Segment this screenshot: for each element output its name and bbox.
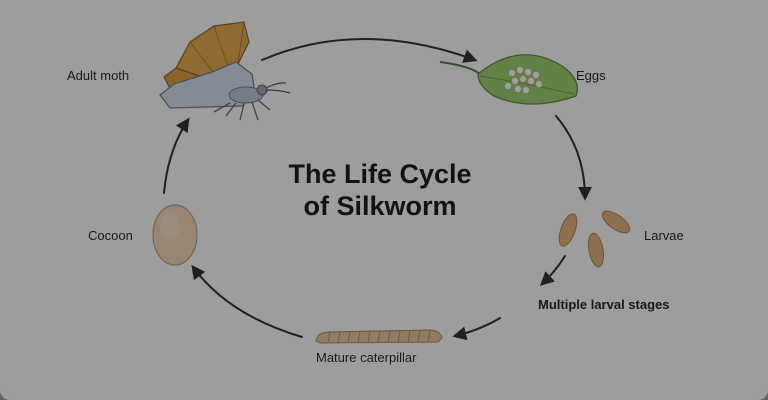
arrow-larvae-to-stages [539, 255, 566, 286]
label-adult-moth: Adult moth [67, 68, 130, 83]
cycle-arrows [163, 38, 592, 341]
label-eggs: Eggs [576, 68, 606, 83]
arrow-cocoon-to-moth [163, 117, 190, 194]
arrow-stages-to-caterpillar [452, 317, 501, 341]
diagram-title-line-1: The Life Cycle [288, 159, 472, 189]
arrow-eggs-to-larvae [555, 115, 592, 201]
leaf-with-eggs-icon [439, 54, 579, 105]
cocoon-icon [152, 204, 198, 266]
arrow-moth-to-eggs [261, 38, 478, 63]
diagram-title-line-2: of Silkworm [303, 191, 457, 221]
diagram-title: The Life Cycle of Silkworm [230, 158, 530, 222]
label-multiple-larval-stages: Multiple larval stages [538, 297, 670, 312]
moth-illustration [159, 21, 291, 121]
label-cocoon: Cocoon [88, 228, 133, 243]
label-mature-caterpillar: Mature caterpillar [316, 350, 417, 365]
larvae-icon [558, 210, 631, 268]
caterpillar-icon [315, 329, 443, 344]
arrow-caterpillar-to-cocoon [191, 264, 303, 338]
label-larvae: Larvae [644, 228, 684, 243]
